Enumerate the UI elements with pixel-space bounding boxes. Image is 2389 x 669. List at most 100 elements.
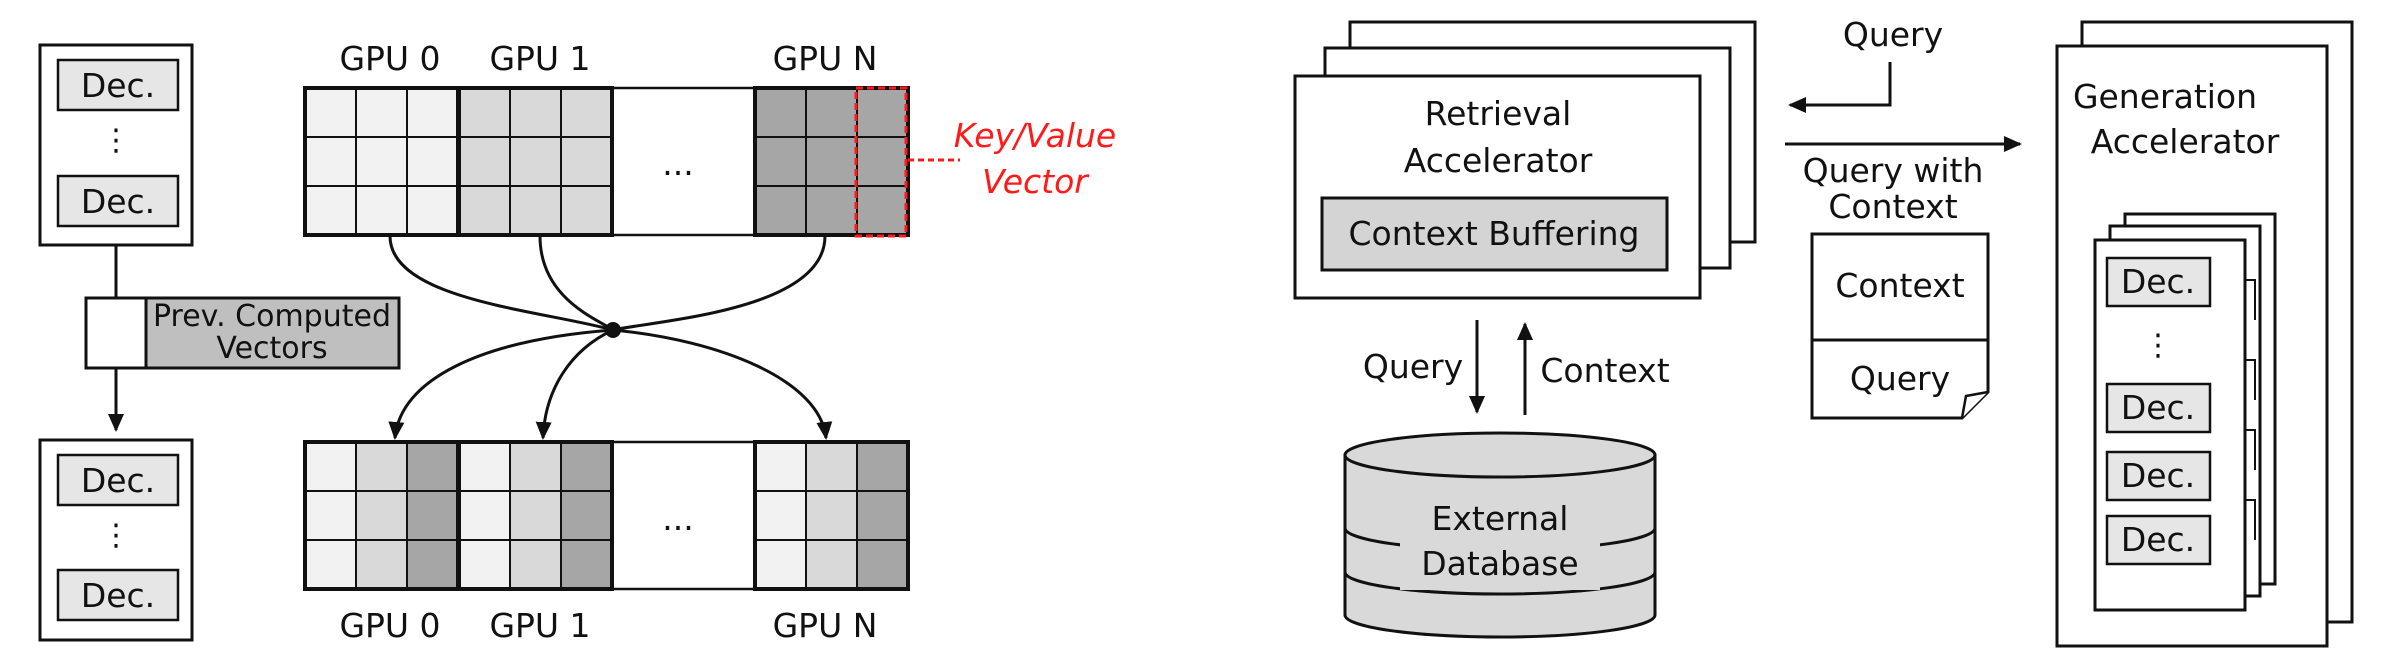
retrieval-accelerator: Retrieval Accelerator Context Buffering: [1293, 20, 1757, 300]
kv-cell: [458, 490, 511, 541]
arrow-context-label: Context: [1540, 351, 1669, 390]
gpu-label-top-0: GPU 0: [339, 39, 440, 78]
decoder-label: Dec.: [81, 182, 155, 221]
retrieval-title-2: Accelerator: [1404, 141, 1593, 180]
prev-computed-box: Prev. Computed Vectors: [84, 296, 401, 370]
decoder-block: [2105, 382, 2212, 434]
gpu-block: [753, 440, 910, 591]
decoder-label: Dec.: [2121, 388, 2195, 427]
doc-query-label: Query: [1850, 359, 1950, 398]
kv-cell: [509, 87, 562, 138]
kv-cell: [458, 539, 511, 590]
kv-cell: [805, 87, 858, 138]
decoder-stack-bottom: Dec. ⋮ Dec.: [38, 438, 194, 642]
db-label-1: External: [1432, 499, 1569, 538]
decoder-block: [56, 453, 180, 507]
gpu-label-bottom-0: GPU 0: [339, 606, 440, 645]
kv-cell: [560, 441, 613, 492]
kv-cell: [355, 539, 408, 590]
kv-label-2: Vector: [982, 162, 1090, 201]
db-label-2: Database: [1421, 544, 1578, 583]
decoder-stack-top: Dec. ⋮ Dec.: [38, 43, 194, 247]
kv-cell: [458, 87, 511, 138]
kv-cell: [406, 441, 459, 492]
query-return-arrow: [1788, 62, 1892, 113]
kv-cell: [304, 185, 357, 236]
decoder-block: [56, 58, 180, 112]
context-buffering-label: Context Buffering: [1349, 214, 1640, 253]
page-tab: [2245, 429, 2256, 470]
kv-cell: [560, 185, 613, 236]
context-buffering-box: [1320, 196, 1669, 272]
kv-cell: [805, 490, 858, 541]
kv-grid-top: [303, 86, 910, 237]
kv-grid-bottom: [303, 440, 910, 591]
decoder-label: Dec.: [81, 576, 155, 615]
gpu-block: [457, 86, 614, 237]
kv-cell: [560, 136, 613, 187]
kv-cell: [754, 441, 807, 492]
gpu-label-top-1: GPU 1: [489, 39, 590, 78]
decoder-block: [2105, 256, 2212, 308]
kv-cell: [355, 441, 408, 492]
kv-cell: [406, 136, 459, 187]
kv-cell: [355, 87, 408, 138]
gpu-label-bottom-1: GPU 1: [489, 606, 590, 645]
decoder-label: Dec.: [81, 66, 155, 105]
query-with-label-2: Context: [1828, 187, 1957, 226]
kv-cell: [509, 185, 562, 236]
kv-cell: [805, 441, 858, 492]
kv-cell: [754, 539, 807, 590]
kv-cell: [509, 136, 562, 187]
kv-cell: [856, 490, 909, 541]
gpu-label-bottom-n: GPU N: [773, 606, 878, 645]
page-tab: [2245, 279, 2256, 320]
kv-label-1: Key/Value: [954, 116, 1117, 155]
kv-cell: [355, 136, 408, 187]
decoder-block: [2105, 450, 2212, 502]
ellipsis-bottom: ...: [662, 499, 693, 538]
kv-cell: [560, 539, 613, 590]
merge-node: [605, 322, 621, 338]
kv-cell: [458, 136, 511, 187]
decoder-block: [56, 568, 180, 622]
kv-cell: [805, 185, 858, 236]
gpu-block: [457, 440, 614, 591]
kv-cell: [509, 490, 562, 541]
kv-cell: [754, 185, 807, 236]
vdots: ⋮: [2143, 328, 2173, 363]
decoder-label: Dec.: [2121, 262, 2195, 301]
kv-cell: [805, 539, 858, 590]
doc-context-label: Context: [1835, 266, 1964, 305]
kv-cell: [754, 87, 807, 138]
kv-cell: [406, 87, 459, 138]
decoder-block: [2105, 514, 2212, 566]
kv-cell: [406, 539, 459, 590]
kv-cell: [355, 185, 408, 236]
query-top-label: Query: [1843, 15, 1943, 54]
kv-cell: [304, 539, 357, 590]
decoder-block: [56, 174, 180, 228]
query-context-document: Context Query: [1810, 232, 1990, 420]
kv-cell: [856, 539, 909, 590]
kv-cell: [805, 136, 858, 187]
kv-cell: [406, 490, 459, 541]
kv-cell: [856, 441, 909, 492]
query-with-label-1: Query with: [1803, 151, 1984, 190]
arrow-query-label: Query: [1363, 347, 1463, 386]
kv-cell: [509, 441, 562, 492]
page-tab: [2245, 359, 2256, 400]
prev-computed-line1: Prev. Computed: [153, 299, 391, 334]
kv-cell: [304, 490, 357, 541]
kv-cell: [754, 136, 807, 187]
kv-cell: [355, 490, 408, 541]
kv-cell: [304, 441, 357, 492]
decoder-label: Dec.: [2121, 456, 2195, 495]
kv-cell: [458, 441, 511, 492]
kv-cell: [560, 87, 613, 138]
ellipsis-top: ...: [662, 144, 693, 183]
generation-title-1: Generation: [2073, 77, 2257, 116]
vdots: ⋮: [101, 518, 131, 553]
gpu-label-top-n: GPU N: [773, 39, 878, 78]
